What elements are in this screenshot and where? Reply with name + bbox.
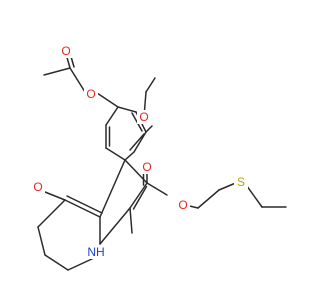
atom-label-o-ketone: O	[33, 180, 42, 194]
bond-8	[129, 182, 148, 209]
bond-30	[124, 151, 135, 161]
bond-16	[66, 195, 103, 214]
atom-o-acetyl-carbonyl: O	[59, 44, 73, 58]
atom-o-methoxy: O	[137, 110, 151, 124]
atom-o-ketone: O	[31, 180, 45, 194]
bond-14	[124, 159, 148, 184]
atom-n-amine: NH	[86, 245, 106, 259]
atom-label-n-amine: NH	[87, 245, 104, 259]
atom-label-s-thioether: S	[237, 175, 245, 189]
bond-22	[105, 147, 126, 161]
bond-4	[197, 189, 220, 209]
atom-s-thioether: S	[234, 175, 248, 189]
bond-20	[44, 254, 69, 271]
bond-34	[145, 77, 156, 93]
bond-29	[133, 131, 147, 153]
bond-32	[145, 125, 153, 133]
bond-21	[67, 257, 95, 271]
molecule-canvas: O O O O O O S NH	[31, 44, 287, 271]
bond-2	[146, 182, 168, 196]
atom-label-o-ester-link: O	[178, 198, 187, 212]
bond-10	[129, 207, 133, 234]
structure-diagram: O O O O O O S NH	[31, 44, 287, 271]
atom-label-o-ester-carbonyl: O	[142, 160, 151, 174]
bond-layer	[37, 52, 287, 271]
bond-35	[96, 92, 119, 108]
bond-36	[69, 67, 86, 93]
bond-39	[43, 67, 71, 76]
bond-13	[99, 159, 126, 218]
bond-18	[37, 199, 66, 228]
atom-o-acetyl-link: O	[84, 87, 98, 101]
bond-9	[132, 185, 148, 210]
atom-o-ester-carbonyl: O	[140, 160, 154, 174]
atom-o-ester-link: O	[176, 198, 190, 212]
bond-31	[129, 133, 145, 151]
bond-25	[105, 106, 119, 126]
atom-label-o-methoxy: O	[139, 110, 148, 124]
bond-26	[117, 106, 137, 113]
atom-label-o-acetyl-carbonyl: O	[61, 44, 70, 58]
atom-label-o-acetyl-link: O	[86, 87, 95, 101]
bond-19	[37, 226, 46, 256]
bond-11	[99, 207, 131, 245]
bond-15	[64, 199, 101, 218]
